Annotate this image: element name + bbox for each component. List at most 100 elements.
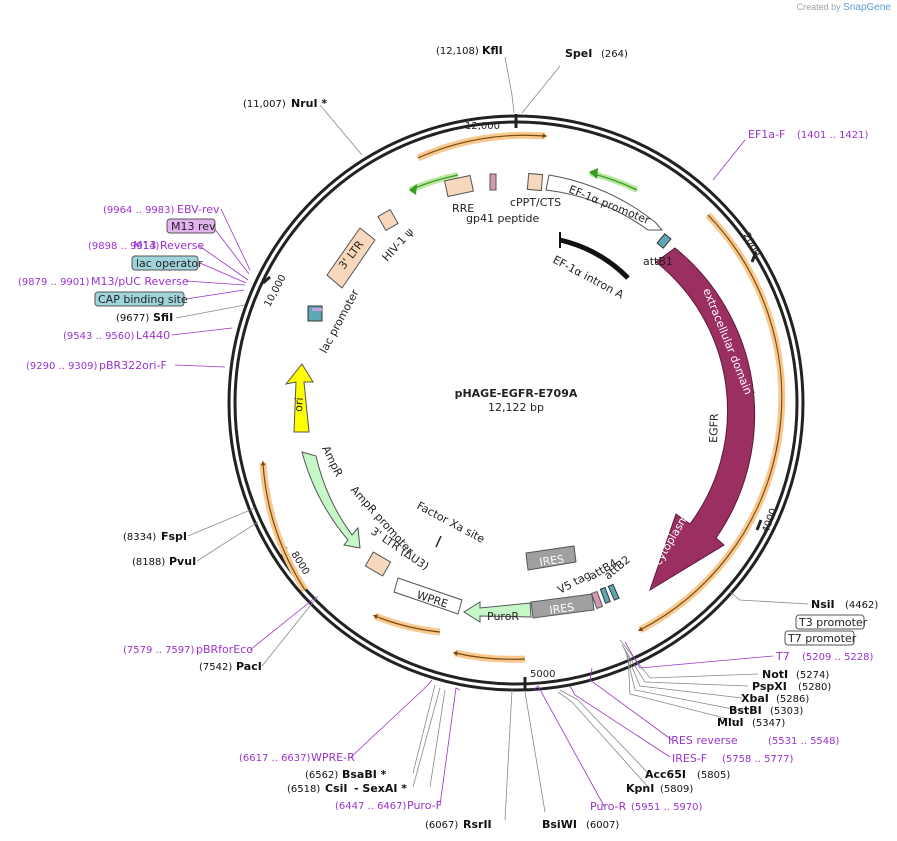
primer-purof-name: Puro-F [407, 799, 442, 812]
site-spei-enzyme: SpeI [565, 47, 592, 60]
primer-l4440-pos: (9543 .. 9560) [63, 331, 135, 342]
watermark-created-by: Created by [796, 2, 841, 12]
egfr-arrow [649, 247, 756, 592]
snapgene-logo: SnapGene [843, 2, 891, 13]
attb1-feature [656, 233, 672, 249]
snapgene-watermark: Created by SnapGene [797, 2, 891, 13]
tick-marks [262, 114, 763, 690]
primer-ebvrev-name: EBV-rev [177, 203, 220, 216]
primer-iresf-name: IRES-F [672, 752, 707, 765]
primer-ebvrev-pos: (9964 .. 9983) [103, 205, 175, 216]
primer-m13rev-pos: (9898 .. 9914) [88, 241, 160, 252]
egfr-label: EGFR [707, 413, 721, 443]
ires-outer-label: IRES [549, 601, 575, 617]
site-sexai-enzyme: - SexAI * [354, 782, 407, 795]
enzyme-leader-lines [175, 56, 809, 821]
ef1a-intron-feature [559, 237, 630, 280]
ampr-feature [301, 451, 361, 549]
attb2-label: attB2 [602, 553, 633, 582]
v5-feature [590, 590, 604, 610]
site-bstbi-enzyme: BstBI [729, 704, 762, 717]
attb1-label: attB1 [643, 255, 673, 268]
t3-promoter-label: T3 promoter [798, 616, 868, 629]
cap-binding-label: CAP binding site [98, 293, 188, 306]
site-spei-pos: (264) [601, 49, 628, 60]
lac-promoter-label: lac promoter [317, 287, 362, 356]
gp41-label: gp41 peptide [466, 212, 540, 225]
site-rsrii-enzyme: RsrII [463, 818, 492, 831]
primer-pbrforeco-pos: (7579 .. 7597) [123, 645, 195, 656]
site-noti-pos: (5274) [796, 670, 829, 681]
plasmid-name: pHAGE-EGFR-E709A [455, 387, 578, 400]
ltr3-feature [326, 227, 376, 289]
primer-t7-pos: (5209 .. 5228) [802, 652, 874, 663]
lac-operator-label: lac operator [136, 257, 203, 270]
ires-outer-feature [530, 593, 595, 619]
site-acc65i-pos: (5805) [697, 770, 730, 781]
rre-feature [444, 174, 474, 198]
site-kfli-enzyme: KflI [482, 44, 503, 57]
puror-label: PuroR [487, 610, 519, 623]
site-csii-enzyme: CsiI [325, 782, 347, 795]
site-mlui-enzyme: MluI [717, 716, 744, 729]
ori-label: ori [292, 397, 306, 412]
site-nrui-enzyme: NruI * [291, 97, 327, 110]
primer-wprer-pos: (6617 .. 6637) [239, 753, 311, 764]
primer-l4440-name: L4440 [136, 329, 170, 342]
primer-pbr322-pos: (9290 .. 9309) [26, 361, 98, 372]
site-mlui-pos: (5347) [752, 718, 785, 729]
primer-puror-pos: (5951 .. 5970) [631, 802, 703, 813]
site-pvui-enzyme: PvuI [169, 555, 196, 568]
site-pvui-pos: (8188) [132, 557, 165, 568]
m13rev-label: M13 rev [171, 220, 216, 233]
primer-ef1af-pos: (1401 .. 1421) [797, 130, 869, 141]
primer-iresf-pos: (5758 .. 5777) [722, 754, 794, 765]
site-kpni-pos: (5809) [660, 784, 693, 795]
site-nrui-pos: (11,007) [243, 99, 286, 110]
orf-arcs [259, 131, 786, 663]
site-xbai-enzyme: XbaI [741, 692, 769, 705]
site-bsiwi-pos: (6007) [586, 820, 619, 831]
primer-pbrforeco-name: pBRforEco [196, 643, 253, 656]
puror-feature [463, 601, 532, 623]
primer-wprer-name: WPRE-R [311, 751, 355, 764]
tick-label-5000: 5000 [530, 669, 555, 680]
site-rsrii-pos: (6067) [425, 820, 458, 831]
site-kpni-enzyme: KpnI [626, 782, 654, 795]
site-nsii-pos: (4462) [845, 600, 878, 611]
primer-pbr322-name: pBR322ori-F [99, 359, 167, 372]
t7-promoter-box [784, 630, 855, 646]
m13rev-box [166, 218, 216, 234]
tick-label-12000: 12,000 [465, 121, 500, 132]
site-nsii-enzyme: NsiI [811, 598, 835, 611]
primer-t7-name: T7 [775, 650, 790, 663]
ires-inner-label: IRES [539, 553, 565, 569]
factor-xa-label: Factor Xa site [415, 499, 487, 546]
site-paci-enzyme: PacI [236, 660, 262, 673]
site-sfii-enzyme: SfiI [153, 311, 173, 324]
site-bsabi-pos: (6562) [305, 770, 338, 781]
ef1a-promoter-feature [545, 174, 664, 231]
site-xbai-pos: (5286) [776, 694, 809, 705]
gp41-feature [489, 173, 497, 191]
cppt-feature [526, 172, 544, 192]
hiv-psi-label: HIV-1 ψ [380, 225, 417, 264]
primer-leader-lines [171, 139, 774, 807]
site-noti-enzyme: NotI [762, 668, 788, 681]
ires-inner-feature [525, 545, 577, 571]
site-acc65i-enzyme: Acc65I [645, 768, 686, 781]
plasmid-length: 12,122 bp [488, 401, 544, 414]
site-bstbi-pos: (5303) [770, 706, 803, 717]
site-sfii-pos: (9677) [116, 313, 149, 324]
primer-puror-name: Puro-R [590, 800, 627, 813]
site-pspxi-enzyme: PspXI [752, 680, 787, 693]
site-bsabi-enzyme: BsaBI * [342, 768, 387, 781]
primer-iresrev-pos: (5531 .. 5548) [768, 736, 840, 747]
ori-feature [284, 363, 314, 433]
ef1a-promoter-label: EF-1α promoter [567, 183, 652, 227]
primer-ef1af-name: EF1a-F [748, 128, 785, 141]
lac-operator-box [131, 255, 199, 271]
site-csii-pos: (6518) [287, 784, 320, 795]
primer-m13rev-name: M13 Reverse [133, 239, 204, 252]
